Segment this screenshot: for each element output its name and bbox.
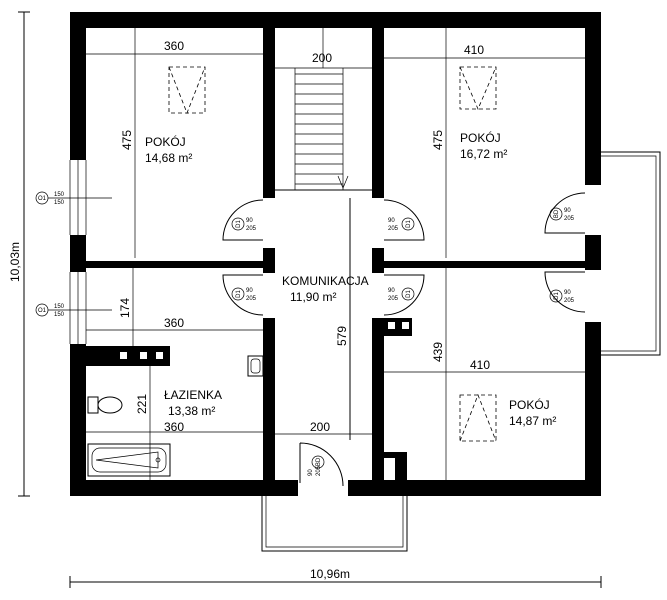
svg-text:90: 90: [308, 469, 314, 476]
door-tag: D1 90 205: [549, 289, 575, 304]
window-tag: O1 150 150: [35, 191, 112, 206]
svg-text:D1: D1: [406, 290, 412, 298]
komunikacja-width-dim: 200: [310, 420, 330, 434]
door-tag: BD 90 205: [549, 207, 575, 222]
room-labels: POKÓJ 14,68 m² POKÓJ 16,72 m² POKÓJ 14,8…: [145, 130, 556, 428]
svg-text:D1: D1: [236, 220, 242, 228]
roof-window-tl: [168, 66, 206, 115]
doors: [222, 192, 586, 487]
overall-height-label: 10,03m: [8, 242, 22, 282]
svg-text:O1: O1: [38, 196, 47, 202]
north-wall: [70, 12, 601, 28]
south-wall-left: [70, 480, 298, 496]
vent-squares: [120, 322, 409, 359]
dimension-labels: 360 475 200 410 475 174 360 221 360 579 …: [8, 39, 490, 581]
pokoj-br-height-dim: 439: [431, 342, 445, 362]
pokoj-tr-width-dim: 410: [464, 43, 484, 57]
lazienka-height-dim2: 174: [118, 298, 132, 318]
svg-text:D1: D1: [554, 292, 560, 300]
washbasin: [247, 355, 264, 377]
svg-text:205: 205: [388, 296, 399, 302]
stair-width-dim: 200: [312, 51, 332, 65]
interior-walls: [86, 28, 601, 480]
room-detail-lines: [86, 28, 585, 480]
roof-window-br: [459, 393, 497, 442]
komunikacja-name: KOMUNIKACJA: [282, 274, 369, 288]
toilet: [87, 396, 123, 414]
svg-text:BD: BD: [316, 457, 322, 466]
lazienka-height-dim: 221: [135, 394, 149, 414]
window-tag: O1 150 150: [35, 303, 112, 318]
balcony-south: [261, 496, 408, 552]
pokoj-tr-area: 16,72 m²: [460, 147, 507, 161]
svg-text:90: 90: [564, 208, 571, 214]
svg-text:BD: BD: [554, 209, 560, 218]
svg-text:90: 90: [388, 288, 395, 294]
pokoj-tl-height-dim: 475: [120, 130, 134, 150]
svg-text:205: 205: [246, 296, 257, 302]
svg-text:150: 150: [54, 192, 65, 198]
pokoj-tr-height-dim: 475: [431, 130, 445, 150]
door-tag: D1 90 205: [388, 217, 415, 232]
door-tag: D1 90 205: [231, 287, 257, 302]
lazienka-width-dim: 360: [164, 316, 184, 330]
svg-text:D1: D1: [236, 290, 242, 298]
lazienka-width-dim2: 360: [164, 420, 184, 434]
svg-text:O1: O1: [38, 308, 47, 314]
pokoj-tl-name: POKÓJ: [145, 134, 186, 149]
door-tag: D1 90 205: [231, 217, 257, 232]
pokoj-tr-name: POKÓJ: [460, 130, 501, 145]
west-wall: [70, 12, 86, 496]
svg-text:205: 205: [564, 216, 575, 222]
staircase: [275, 28, 372, 440]
window-tags: O1 150 150 O1 150 150: [35, 191, 112, 318]
balcony-east: [601, 151, 661, 356]
pokoj-tl-width-dim: 360: [164, 39, 184, 53]
overall-dimensions: [18, 11, 602, 588]
lazienka-name: ŁAZIENKA: [164, 388, 222, 402]
outer-walls: [70, 12, 601, 496]
komunikacja-height-dim: 579: [335, 326, 349, 346]
svg-text:90: 90: [246, 288, 253, 294]
svg-text:150: 150: [54, 312, 65, 318]
lazienka-area: 13,38 m²: [168, 404, 215, 418]
bathroom-fixtures: [87, 355, 264, 477]
svg-text:205: 205: [246, 226, 257, 232]
bathtub: [87, 443, 171, 477]
roof-window-tr: [459, 66, 497, 111]
svg-text:90: 90: [388, 218, 395, 224]
svg-text:90: 90: [246, 218, 253, 224]
south-wall-right: [348, 480, 601, 496]
door-tag: D1 90 205: [388, 287, 415, 302]
svg-text:205: 205: [316, 465, 322, 476]
overall-width-label: 10,96m: [310, 567, 350, 581]
pokoj-br-area: 14,87 m²: [509, 414, 556, 428]
wall-openings: [69, 160, 601, 344]
roof-windows: [168, 66, 497, 442]
pokoj-br-width-dim: 410: [470, 358, 490, 372]
komunikacja-area: 11,90 m²: [290, 290, 336, 304]
pokoj-tl-area: 14,68 m²: [145, 151, 192, 165]
svg-text:205: 205: [388, 226, 399, 232]
svg-text:150: 150: [54, 200, 65, 206]
svg-text:205: 205: [564, 298, 575, 304]
svg-text:90: 90: [564, 290, 571, 296]
door-tag: BD 90 205: [308, 455, 325, 476]
door-tags: D1 90 205 D1 90 205 D1 90 205 D1 90 205 …: [231, 207, 575, 476]
pokoj-br-name: POKÓJ: [509, 397, 550, 412]
svg-text:150: 150: [54, 304, 65, 310]
svg-text:D1: D1: [406, 220, 412, 228]
